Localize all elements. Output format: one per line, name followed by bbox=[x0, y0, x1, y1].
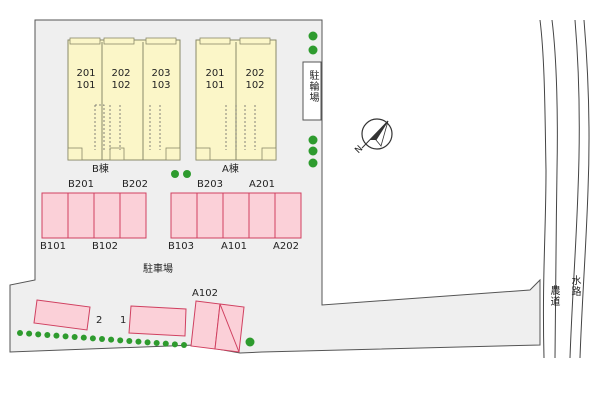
parking-row-upper-right bbox=[170, 192, 302, 239]
parking-label-a101: A101 bbox=[221, 241, 247, 252]
parking-label-a201: A201 bbox=[249, 179, 275, 190]
parking-label-b101: B101 bbox=[40, 241, 66, 252]
b-unit-3: 203 103 bbox=[147, 68, 175, 92]
parking-label-a202: A202 bbox=[273, 241, 299, 252]
parking-label-b103: B103 bbox=[168, 241, 194, 252]
parking-label-a102: A102 bbox=[192, 288, 218, 299]
hedge-dot bbox=[108, 336, 115, 343]
hedge-dot bbox=[89, 335, 96, 342]
b-unit-1: 201 101 bbox=[72, 68, 100, 92]
a-unit-1: 201 101 bbox=[201, 68, 229, 92]
a-unit-1-lower: 101 bbox=[205, 80, 225, 91]
parking-label-b202: B202 bbox=[122, 179, 148, 190]
parking-row-upper bbox=[41, 192, 147, 239]
waterway-label: 水路 bbox=[569, 275, 580, 297]
hedge-dot bbox=[53, 332, 60, 339]
b-unit-1-lower: 101 bbox=[76, 80, 96, 91]
hedge-dot bbox=[181, 342, 187, 348]
building-a bbox=[195, 37, 277, 161]
a-unit-2-upper: 202 bbox=[245, 68, 265, 79]
hedge-icons bbox=[17, 330, 187, 348]
hedge-dot bbox=[126, 338, 133, 344]
hedge-dot bbox=[80, 334, 87, 341]
b-unit-3-lower: 103 bbox=[151, 80, 171, 91]
parking-label-1: 1 bbox=[120, 315, 127, 326]
b-unit-2-lower: 102 bbox=[111, 80, 131, 91]
hedge-dot bbox=[17, 330, 23, 336]
a-unit-1-upper: 201 bbox=[205, 68, 225, 79]
hedge-dot bbox=[71, 334, 78, 340]
hedge-dot bbox=[117, 337, 124, 344]
hedge-dot bbox=[153, 340, 160, 346]
hedge-dot bbox=[35, 331, 42, 338]
hedge-dot bbox=[62, 333, 69, 340]
parking-label-b201: B201 bbox=[68, 179, 94, 190]
a-unit-2: 202 102 bbox=[241, 68, 269, 92]
a-unit-2-lower: 102 bbox=[245, 80, 265, 91]
b-unit-2: 202 102 bbox=[107, 68, 135, 92]
hedge-dot bbox=[26, 330, 33, 337]
parking-label-2: 2 bbox=[96, 315, 103, 326]
hedge-dot bbox=[44, 332, 51, 338]
building-b bbox=[67, 37, 181, 161]
parking-label-b203: B203 bbox=[197, 179, 223, 190]
building-b-name: B棟 bbox=[92, 164, 109, 175]
hedge-dot bbox=[135, 338, 142, 345]
hedge-dot bbox=[162, 340, 169, 347]
farm-road-label: 農道 bbox=[548, 285, 559, 307]
bicycle-parking-label: 駐輪場 bbox=[307, 70, 318, 103]
tree-icons bbox=[171, 31, 318, 347]
hedge-dot bbox=[171, 341, 178, 348]
compass-icon bbox=[361, 118, 393, 150]
b-unit-1-upper: 201 bbox=[76, 68, 96, 79]
parking-lower bbox=[33, 299, 245, 353]
b-unit-3-upper: 203 bbox=[151, 68, 171, 79]
b-unit-2-upper: 202 bbox=[111, 68, 131, 79]
parking-area-label: 駐車場 bbox=[143, 264, 173, 275]
bicycle-parking-box bbox=[302, 61, 322, 121]
road-lines bbox=[539, 19, 590, 359]
hedge-dot bbox=[99, 336, 105, 342]
parking-label-b102: B102 bbox=[92, 241, 118, 252]
building-a-name: A棟 bbox=[222, 164, 239, 175]
hedge-dot bbox=[144, 339, 151, 346]
